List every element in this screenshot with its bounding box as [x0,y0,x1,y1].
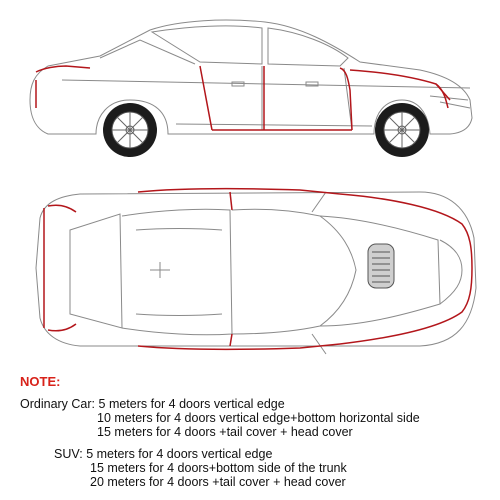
ordinary-car-label: Ordinary Car: [20,397,96,411]
grille-vent [367,243,395,289]
suv-line-3: 20 meters for 4 doors +tail cover + head… [90,475,346,489]
suv-line-1: 5 meters for 4 doors vertical edge [86,447,273,461]
ordinary-car-line-1: 5 meters for 4 doors vertical edge [98,397,285,411]
top-trim-lines [43,187,473,351]
side-trim-lines [35,65,451,131]
ordinary-car-line-3: 15 meters for 4 doors +tail cover + head… [97,425,353,439]
suv-row-1: SUV: 5 meters for 4 doors vertical edge [54,447,272,461]
car-top-view [35,187,477,355]
suv-label: SUV: [54,447,83,461]
car-side-view [29,19,473,157]
front-wheel [103,103,157,157]
ordinary-car-line-2: 10 meters for 4 doors vertical edge+bott… [97,411,420,425]
suv-line-2: 15 meters for 4 doors+bottom side of the… [90,461,347,475]
ordinary-car-row-1: Ordinary Car: 5 meters for 4 doors verti… [20,397,285,411]
note-title: NOTE: [20,374,61,389]
top-body-outline [35,191,477,355]
rear-wheel [375,103,429,157]
